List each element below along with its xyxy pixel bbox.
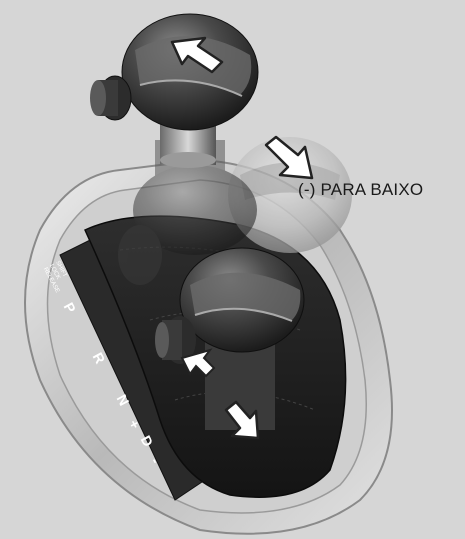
callout-label: (-) PARA BAIXO: [298, 180, 423, 200]
top-knob: [90, 14, 258, 168]
